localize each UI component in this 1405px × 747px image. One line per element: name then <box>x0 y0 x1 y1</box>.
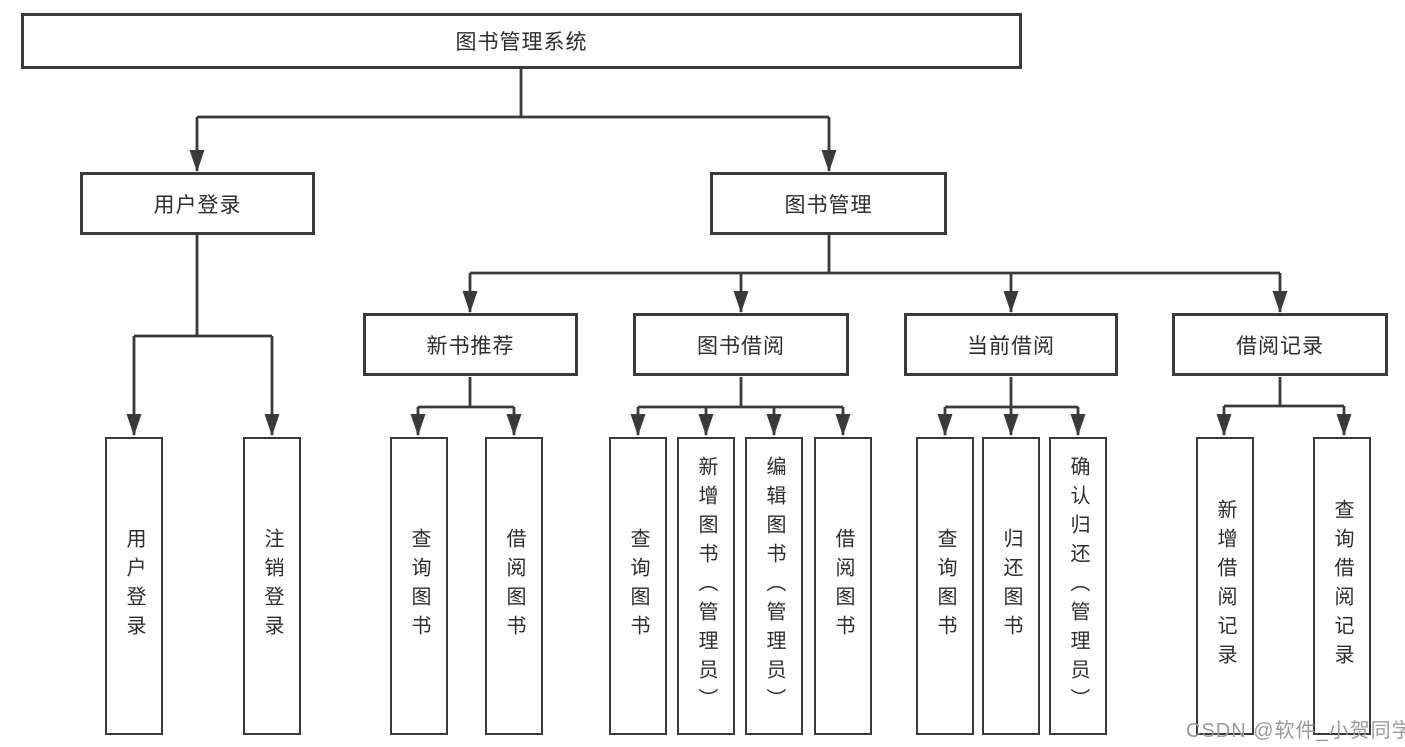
node-book-borrow: 图书借阅 <box>633 313 849 376</box>
node-label: 借阅图书 <box>832 528 854 644</box>
node-label: 归还图书 <box>1000 528 1022 644</box>
leaf-add-books-admin: 新增图书（管理员） <box>677 437 735 735</box>
leaf-query-borrow-record: 查询借阅记录 <box>1313 437 1371 735</box>
node-label: 图书管理 <box>784 193 873 217</box>
node-borrow-records: 借阅记录 <box>1172 313 1388 376</box>
node-user-login: 用户登录 <box>80 172 315 235</box>
node-label: 查询图书 <box>408 528 430 644</box>
node-label: 借阅图书 <box>503 528 525 644</box>
node-label: 借阅记录 <box>1236 334 1324 358</box>
node-label: 图书借阅 <box>697 334 785 358</box>
node-label: 图书管理系统 <box>455 31 588 54</box>
node-label: 查询借阅记录 <box>1331 499 1353 673</box>
leaf-borrow-books-recommend: 借阅图书 <box>485 437 543 735</box>
node-label: 查询图书 <box>627 528 649 644</box>
leaf-query-books-current: 查询图书 <box>916 437 974 735</box>
node-label: 新增借阅记录 <box>1214 499 1236 673</box>
leaf-logout: 注销登录 <box>243 437 301 735</box>
node-book-management: 图书管理 <box>710 172 947 235</box>
node-label: 查询图书 <box>934 528 956 644</box>
leaf-add-borrow-record: 新增借阅记录 <box>1196 437 1254 735</box>
leaf-query-books-recommend: 查询图书 <box>390 437 448 735</box>
node-current-borrow: 当前借阅 <box>904 313 1118 376</box>
node-label: 用户登录 <box>123 528 145 644</box>
leaf-borrow-books: 借阅图书 <box>814 437 872 735</box>
node-label: 新增图书（管理员） <box>695 455 717 717</box>
node-label: 注销登录 <box>261 528 283 644</box>
node-label: 新书推荐 <box>426 334 515 358</box>
node-new-book-recommend: 新书推荐 <box>363 313 578 376</box>
leaf-edit-books-admin: 编辑图书（管理员） <box>745 437 803 735</box>
leaf-return-books: 归还图书 <box>982 437 1040 735</box>
node-label: 确认归还（管理员） <box>1067 455 1089 717</box>
node-label: 当前借阅 <box>967 334 1055 358</box>
csdn-watermark: CSDN @软件_小贺同学 <box>1186 720 1405 742</box>
node-label: 用户登录 <box>153 193 242 217</box>
node-label: 编辑图书（管理员） <box>763 455 785 717</box>
node-root: 图书管理系统 <box>21 13 1022 69</box>
leaf-query-books-borrow: 查询图书 <box>609 437 667 735</box>
leaf-confirm-return-admin: 确认归还（管理员） <box>1049 437 1107 735</box>
leaf-user-login: 用户登录 <box>105 437 163 735</box>
